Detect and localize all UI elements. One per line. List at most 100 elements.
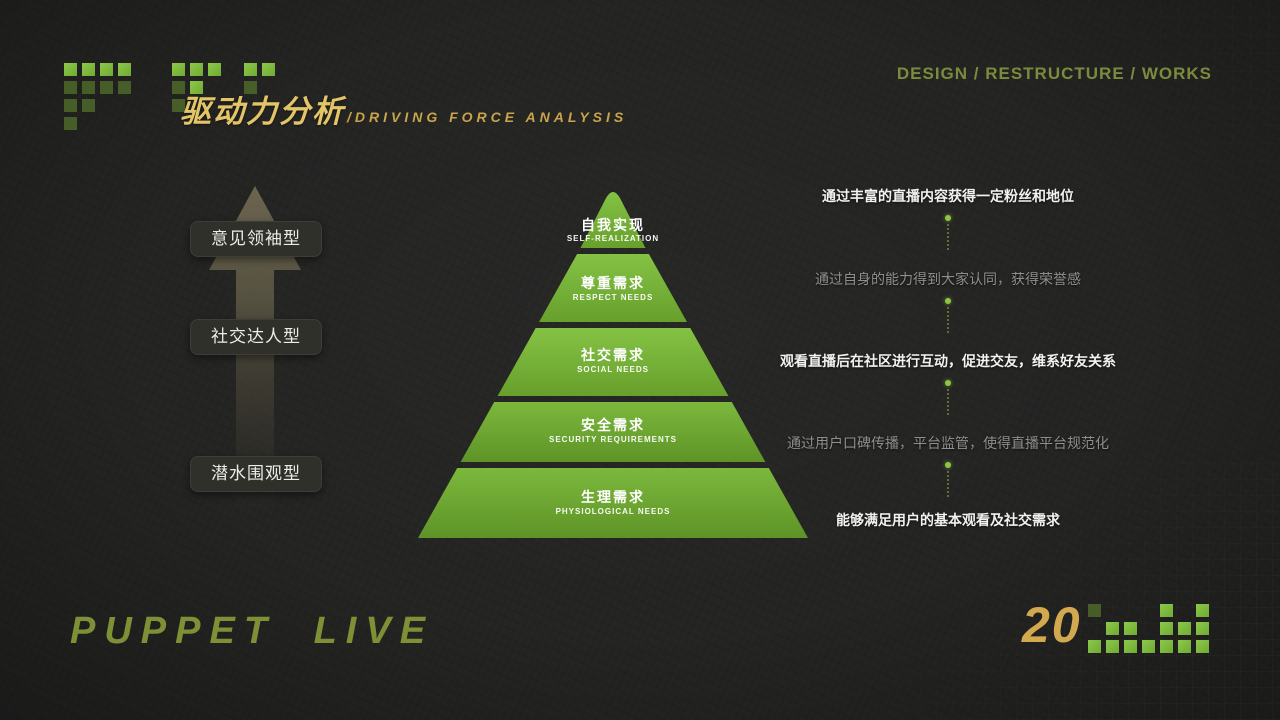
annotation-text: 能够满足用户的基本观看及社交需求 <box>836 512 1060 528</box>
pixel <box>100 63 113 76</box>
needs-pyramid: 自我实现 SELF-REALIZATION 尊重需求 RESPECT NEEDS… <box>418 192 808 538</box>
pyramid-level-security: 安全需求 SECURITY REQUIREMENTS <box>460 402 766 462</box>
level-title: 社交需求 <box>580 347 645 363</box>
pixel <box>172 99 185 112</box>
pixel <box>1124 622 1137 635</box>
page-number: 20 <box>1022 597 1082 653</box>
dotted-line <box>947 471 949 497</box>
pixel-row <box>64 99 275 112</box>
page-title-chinese: 驱动力分析 <box>180 94 345 129</box>
level-title: 安全需求 <box>581 417 645 433</box>
pixel-spacer <box>1142 622 1155 635</box>
page-title: 驱动力分析/DRIVING FORCE ANALYSIS <box>180 86 627 131</box>
pixel-spacer <box>136 63 149 76</box>
pixel-spacer <box>100 99 113 112</box>
pixel-spacer <box>136 81 149 94</box>
pixel <box>1124 640 1137 653</box>
level-subtitle: SOCIAL NEEDS <box>577 365 649 374</box>
pyramid-level-respect: 尊重需求 RESPECT NEEDS <box>539 254 687 322</box>
level-subtitle: RESPECT NEEDS <box>573 293 654 302</box>
pixel <box>1196 622 1209 635</box>
connector <box>945 215 951 250</box>
pixel <box>1178 640 1191 653</box>
dotted-line <box>947 389 949 415</box>
pixel-row <box>64 117 275 130</box>
annotation-item: 通过丰富的直播内容获得一定粉丝和地位 <box>780 186 1116 269</box>
user-type-social-expert: 社交达人型 <box>190 319 322 355</box>
pixel <box>172 81 185 94</box>
green-dot-icon <box>945 462 951 468</box>
pixel <box>208 63 221 76</box>
pixel <box>1088 640 1101 653</box>
pixel <box>64 99 77 112</box>
pixel-spacer <box>1142 604 1155 617</box>
pixel <box>1142 640 1155 653</box>
pixel <box>1088 604 1101 617</box>
pyramid-level-self-realization: 自我实现 SELF-REALIZATION <box>567 192 659 248</box>
pixel-row <box>1088 622 1209 635</box>
pixel <box>100 81 113 94</box>
level-title: 生理需求 <box>581 489 645 505</box>
header-tagline: DESIGN / RESTRUCTURE / WORKS <box>896 64 1212 83</box>
pixel-row <box>64 81 275 94</box>
page-title-english: /DRIVING FORCE ANALYSIS <box>347 109 628 125</box>
pixel <box>1106 622 1119 635</box>
pixel-spacer <box>1106 604 1119 617</box>
annotation-item: 通过用户口碑传播，平台监管，使得直播平台规范化 <box>780 433 1116 510</box>
annotation-item: 观看直播后在社区进行互动，促进交友，维系好友关系 <box>780 351 1116 433</box>
pixel <box>1196 604 1209 617</box>
annotation-text: 通过自身的能力得到大家认同，获得荣誉感 <box>815 271 1081 287</box>
user-type-opinion-leader: 意见领袖型 <box>190 221 322 257</box>
pixel-row <box>64 63 275 76</box>
connector <box>945 298 951 333</box>
pixel <box>1160 622 1173 635</box>
green-dot-icon <box>945 380 951 386</box>
level-subtitle: SELF-REALIZATION <box>567 234 659 243</box>
pixel <box>118 63 131 76</box>
pixel <box>82 99 95 112</box>
green-dot-icon <box>945 298 951 304</box>
pixel <box>1196 640 1209 653</box>
pixel-spacer <box>1124 604 1137 617</box>
level-title: 自我实现 <box>581 217 645 233</box>
pixel-spacer <box>118 99 131 112</box>
pixel <box>244 81 257 94</box>
annotation-item: 能够满足用户的基本观看及社交需求 <box>780 510 1116 530</box>
pyramid-level-physiological: 生理需求 PHYSIOLOGICAL NEEDS <box>418 468 808 538</box>
green-dot-icon <box>945 215 951 221</box>
annotation-item: 通过自身的能力得到大家认同，获得荣誉感 <box>780 269 1116 351</box>
pixel <box>64 63 77 76</box>
pixel-decoration-top-left <box>64 63 275 130</box>
pixel <box>118 81 131 94</box>
annotation-list: 通过丰富的直播内容获得一定粉丝和地位 通过自身的能力得到大家认同，获得荣誉感 观… <box>780 186 1116 530</box>
brand-logo-text: PUPPET LIVE <box>70 610 435 652</box>
pixel-row <box>1088 640 1209 653</box>
pixel <box>82 63 95 76</box>
pixel-spacer <box>1088 622 1101 635</box>
pyramid-level-social: 社交需求 SOCIAL NEEDS <box>497 328 729 396</box>
connector <box>945 462 951 497</box>
pixel <box>82 81 95 94</box>
annotation-text: 观看直播后在社区进行互动，促进交友，维系好友关系 <box>780 353 1116 369</box>
pixel <box>1160 640 1173 653</box>
annotation-text: 通过丰富的直播内容获得一定粉丝和地位 <box>822 188 1074 204</box>
pixel <box>1160 604 1173 617</box>
level-subtitle: SECURITY REQUIREMENTS <box>549 435 677 444</box>
pixel <box>64 117 77 130</box>
pixel <box>172 63 185 76</box>
pixel-spacer <box>154 81 167 94</box>
dotted-line <box>947 307 949 333</box>
pixel-spacer <box>226 63 239 76</box>
pixel <box>190 63 203 76</box>
pixel <box>64 81 77 94</box>
dotted-line <box>947 224 949 250</box>
pixel-decoration-bottom-right <box>1088 604 1209 653</box>
level-title: 尊重需求 <box>581 275 645 291</box>
annotation-text: 通过用户口碑传播，平台监管，使得直播平台规范化 <box>787 435 1109 451</box>
pixel <box>262 63 275 76</box>
pixel <box>1178 622 1191 635</box>
pixel <box>1106 640 1119 653</box>
grid-texture-top-right <box>980 0 1280 180</box>
user-type-lurker: 潜水围观型 <box>190 456 322 492</box>
pixel <box>244 63 257 76</box>
